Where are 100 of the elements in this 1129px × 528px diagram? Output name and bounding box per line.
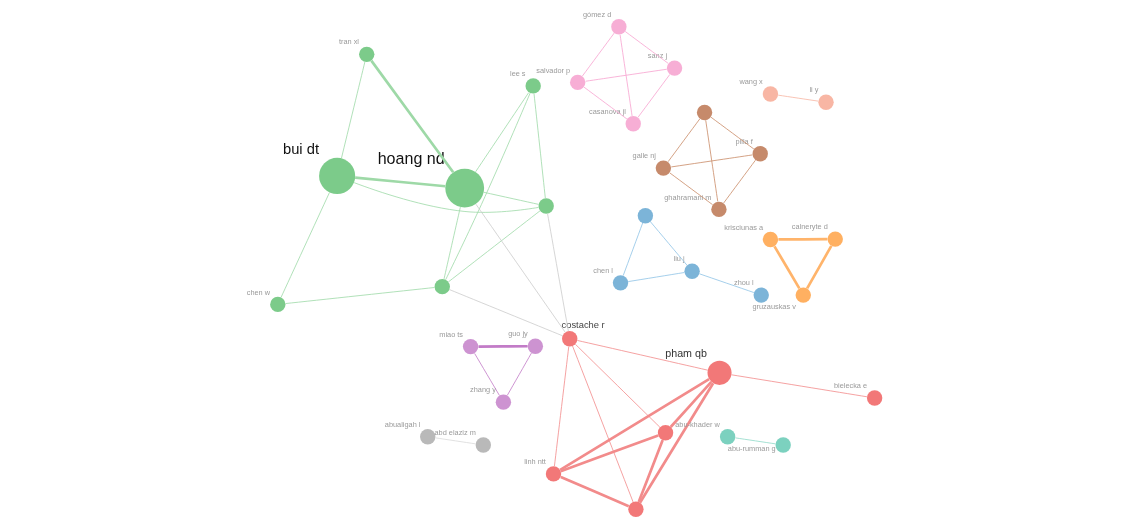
node-circle [445, 168, 485, 208]
connector [285, 287, 435, 304]
node-label: liu j [673, 254, 685, 264]
connector [637, 439, 664, 503]
connector [619, 34, 633, 117]
node-label: abd elaziz m [434, 428, 476, 438]
node-circle [625, 116, 641, 132]
connector [669, 172, 713, 206]
node-circle [495, 394, 512, 410]
node-label: ghahramani m [664, 192, 712, 202]
node-circle [562, 331, 578, 347]
node-circle [527, 338, 544, 354]
node-circle [795, 287, 811, 303]
node-circle [818, 94, 834, 110]
connector [280, 192, 330, 298]
connector [669, 381, 713, 428]
node-circle [637, 208, 654, 224]
connector [572, 345, 634, 503]
node-circle [752, 146, 768, 162]
connector [705, 119, 719, 202]
node-label: gómez d [583, 9, 612, 19]
connector [723, 159, 756, 204]
connector [627, 272, 685, 282]
connector [734, 437, 776, 445]
node-circle [538, 198, 554, 214]
connector [533, 93, 546, 199]
connector [435, 437, 477, 445]
node-label: tran xl [338, 37, 360, 47]
node-circle [775, 437, 791, 453]
connector [445, 92, 531, 281]
node-circle [866, 390, 883, 406]
node-label: miao ts [439, 329, 464, 339]
connector [637, 74, 671, 118]
connector [638, 382, 715, 504]
node-circle [696, 104, 713, 121]
connector [474, 353, 500, 396]
connector [582, 32, 615, 77]
node-circle [462, 338, 479, 355]
connector [624, 31, 669, 64]
node-circle [684, 263, 700, 279]
node-label: casanova jl [589, 106, 626, 116]
node-circle [628, 501, 644, 517]
node-circle [666, 60, 683, 76]
node-label: gruzauskas v [752, 301, 796, 311]
connector [554, 346, 570, 467]
node-circle [270, 296, 286, 313]
node-label: calneryte d [791, 222, 828, 232]
node-circle [762, 231, 779, 248]
connector [670, 154, 753, 168]
node-label: wang x [739, 77, 763, 87]
connector [731, 374, 868, 398]
connector [667, 118, 701, 163]
node-label: abu-rumman g [727, 443, 776, 453]
connector [353, 182, 539, 213]
node-circle [611, 19, 627, 35]
node-circle [827, 231, 843, 247]
connector [650, 221, 688, 266]
connector [583, 86, 628, 120]
node-circle [612, 275, 629, 291]
node-label: costache r [561, 320, 605, 331]
node-circle [719, 429, 736, 445]
node-circle [707, 360, 732, 385]
node-circle [657, 425, 674, 441]
connector [773, 245, 801, 290]
node-circle [655, 160, 672, 176]
connector [443, 206, 461, 280]
node-circle [711, 201, 727, 218]
connector [777, 94, 819, 102]
connector [506, 352, 532, 396]
node-label: guo jy [508, 329, 528, 339]
connector [574, 343, 661, 428]
node-circle [525, 78, 541, 94]
node-label: abualigah l [384, 419, 421, 429]
connector [585, 68, 668, 82]
connector [559, 378, 710, 471]
node-label: linh ntt [524, 457, 546, 467]
connector [449, 289, 563, 337]
node-label: lee s [510, 69, 526, 79]
node-circle [420, 429, 436, 445]
connector [341, 61, 366, 159]
node-circle [753, 287, 769, 303]
node-label: pham qb [665, 347, 707, 360]
connector [805, 245, 833, 289]
connector [622, 222, 644, 276]
node-label: salvador p [536, 65, 571, 75]
node-circle [475, 437, 491, 453]
connector [355, 176, 446, 188]
connector [710, 116, 755, 150]
connector [547, 213, 569, 332]
node-label: bielecka e [833, 381, 868, 391]
connector [370, 59, 455, 174]
node-circle [319, 157, 356, 194]
connector [448, 210, 541, 283]
node-label: krisciunas a [724, 222, 764, 232]
node-label: bui dt [282, 140, 319, 157]
node-label: sanz j [647, 51, 668, 61]
node-label: chen w [246, 287, 271, 297]
connector [483, 191, 540, 205]
node-circle [434, 278, 450, 295]
connector [560, 434, 659, 473]
